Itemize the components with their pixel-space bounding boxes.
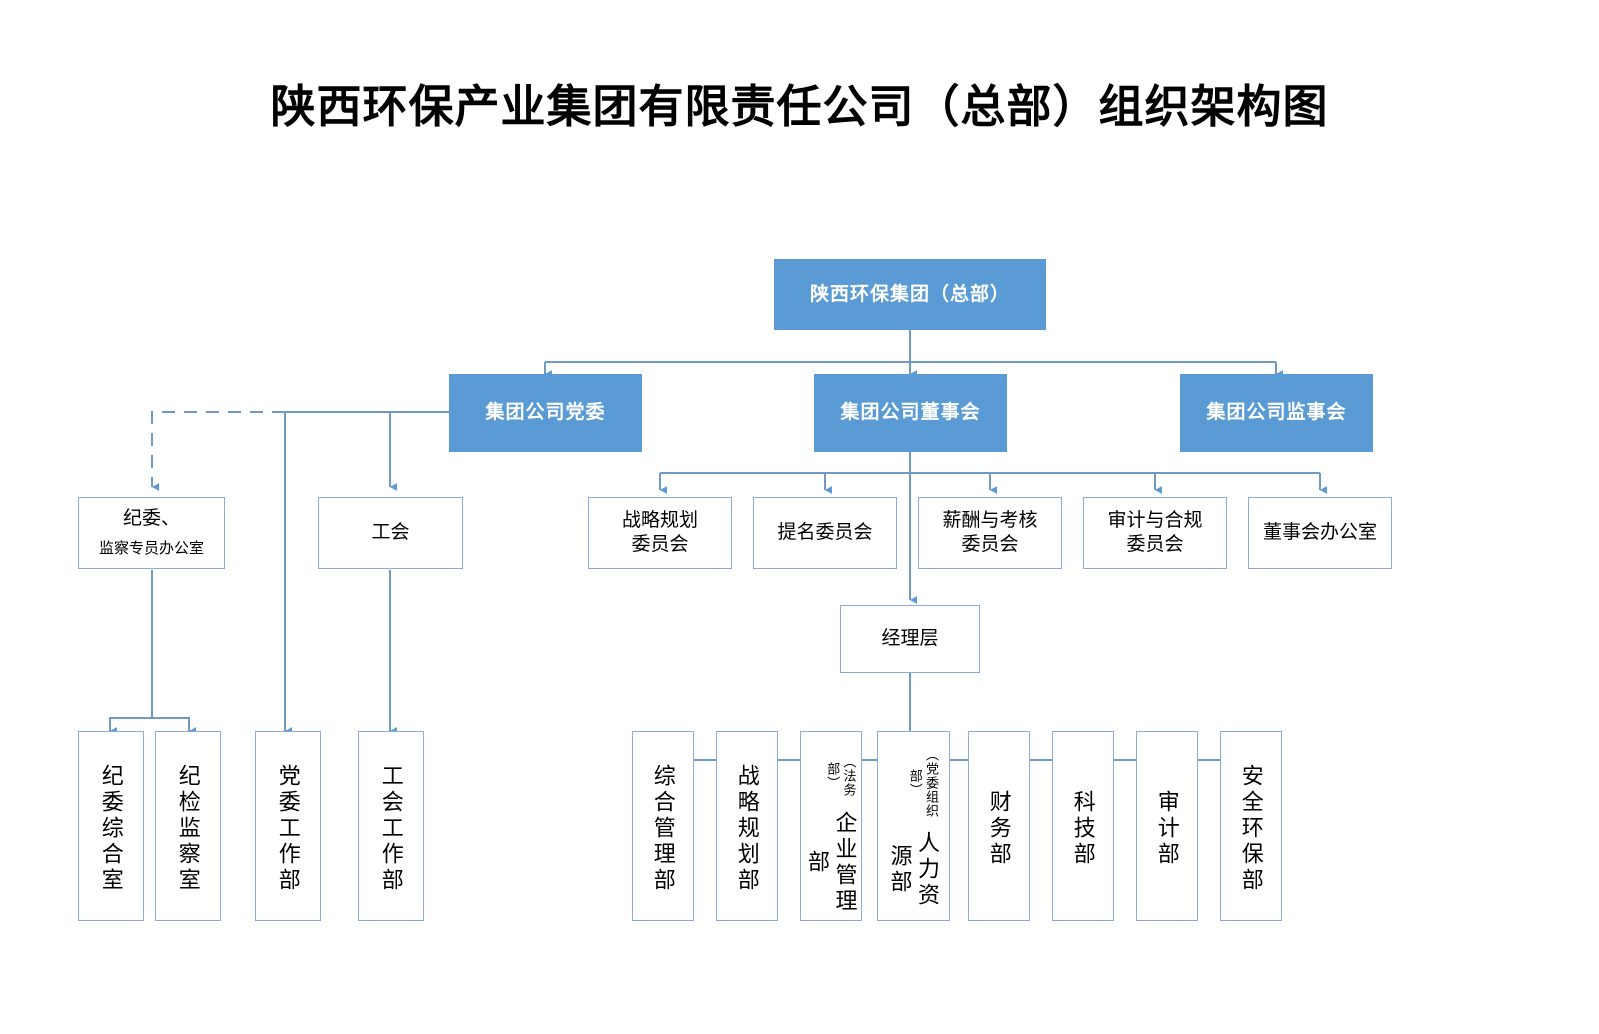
node-dept-general-management[interactable]: 综合管理部 bbox=[632, 731, 694, 921]
node-committee-nomination-line1: 提名委员会 bbox=[777, 522, 873, 544]
node-dept-human-resources-annotation: （党委组织部） bbox=[907, 748, 939, 819]
node-board-of-supervisors-label: 集团公司监事会 bbox=[1206, 402, 1347, 424]
node-committee-audit-compliance[interactable]: 审计与合规 委员会 bbox=[1083, 497, 1227, 569]
node-dept-party-work-label: 党委工作部 bbox=[275, 764, 301, 894]
node-dept-discipline-general-office[interactable]: 纪委综合室 bbox=[78, 731, 144, 921]
node-dept-union-work-label: 工会工作部 bbox=[378, 764, 404, 894]
node-labor-union[interactable]: 工会 bbox=[318, 497, 463, 569]
node-labor-union-label: 工会 bbox=[371, 522, 410, 544]
node-board-office[interactable]: 董事会办公室 bbox=[1248, 497, 1392, 569]
node-board-of-directors[interactable]: 集团公司董事会 bbox=[814, 374, 1007, 452]
node-board-office-line1: 董事会办公室 bbox=[1262, 522, 1377, 544]
node-root-group[interactable]: 陕西环保集团（总部） bbox=[774, 259, 1046, 330]
node-dept-strategic-planning[interactable]: 战略规划部 bbox=[716, 731, 778, 921]
node-committee-compensation-line1: 薪酬与考核 bbox=[942, 510, 1038, 532]
node-committee-audit-compliance-line1: 审计与合规 bbox=[1107, 510, 1203, 532]
node-discipline-office-sublabel: 监察专员办公室 bbox=[98, 540, 204, 557]
node-dept-finance-label: 财务部 bbox=[986, 790, 1012, 868]
node-discipline-office-label: 纪委、 bbox=[122, 508, 180, 530]
node-dept-discipline-general-office-label: 纪委综合室 bbox=[98, 764, 124, 894]
node-dept-safety-environment[interactable]: 安全环保部 bbox=[1220, 731, 1282, 921]
node-party-committee[interactable]: 集团公司党委 bbox=[449, 374, 642, 452]
node-dept-audit-label: 审计部 bbox=[1154, 790, 1180, 868]
node-management-layer[interactable]: 经理层 bbox=[840, 605, 980, 673]
node-committee-strategy[interactable]: 战略规划 委员会 bbox=[588, 497, 732, 569]
node-dept-discipline-inspection-label: 纪检监察室 bbox=[175, 764, 201, 894]
node-dept-technology[interactable]: 科技部 bbox=[1052, 731, 1114, 921]
node-committee-compensation-line2: 委员会 bbox=[961, 534, 1019, 555]
node-dept-enterprise-management-label: 企业管理部 bbox=[805, 811, 858, 916]
node-dept-party-work[interactable]: 党委工作部 bbox=[255, 731, 321, 921]
node-party-committee-label: 集团公司党委 bbox=[485, 402, 606, 424]
node-dept-human-resources-label: 人力资源部 bbox=[887, 831, 941, 910]
node-dept-general-management-label: 综合管理部 bbox=[650, 764, 676, 894]
node-committee-strategy-line1: 战略规划 bbox=[621, 510, 698, 532]
node-dept-safety-environment-label: 安全环保部 bbox=[1238, 764, 1264, 894]
node-board-of-supervisors[interactable]: 集团公司监事会 bbox=[1180, 374, 1373, 452]
node-dept-enterprise-management[interactable]: 企业管理部 （法务部） bbox=[800, 731, 862, 921]
node-dept-technology-label: 科技部 bbox=[1070, 790, 1096, 868]
node-committee-strategy-line2: 委员会 bbox=[631, 534, 689, 555]
node-committee-compensation[interactable]: 薪酬与考核 委员会 bbox=[918, 497, 1062, 569]
node-board-of-directors-label: 集团公司董事会 bbox=[840, 402, 981, 424]
node-dept-strategic-planning-label: 战略规划部 bbox=[734, 764, 760, 894]
node-committee-audit-compliance-line2: 委员会 bbox=[1126, 534, 1184, 555]
node-dept-human-resources[interactable]: 人力资源部 （党委组织部） bbox=[877, 731, 950, 921]
node-dept-discipline-inspection[interactable]: 纪检监察室 bbox=[155, 731, 221, 921]
node-management-layer-label: 经理层 bbox=[881, 628, 939, 650]
node-dept-audit[interactable]: 审计部 bbox=[1136, 731, 1198, 921]
node-discipline-office[interactable]: 纪委、 监察专员办公室 bbox=[78, 497, 225, 569]
node-dept-enterprise-management-annotation: （法务部） bbox=[825, 755, 857, 798]
page-title: 陕西环保产业集团有限责任公司（总部）组织架构图 bbox=[270, 82, 1329, 132]
node-dept-union-work[interactable]: 工会工作部 bbox=[358, 731, 424, 921]
node-committee-nomination[interactable]: 提名委员会 bbox=[753, 497, 897, 569]
node-root-label: 陕西环保集团（总部） bbox=[809, 283, 1010, 305]
node-dept-finance[interactable]: 财务部 bbox=[968, 731, 1030, 921]
